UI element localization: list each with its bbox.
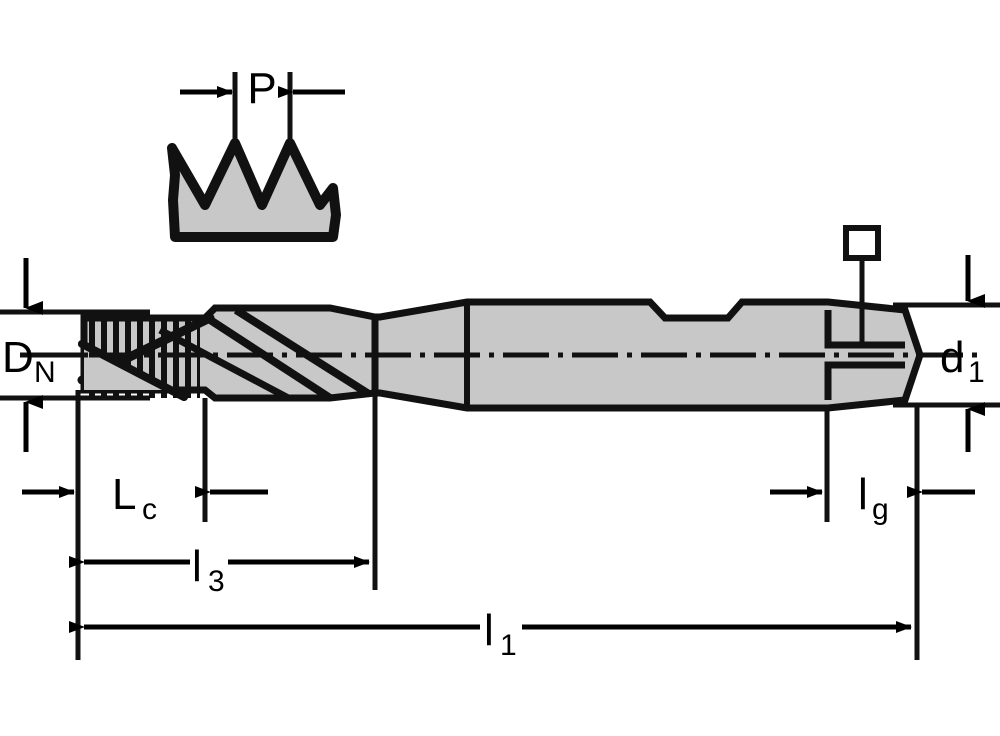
square-flat-upper (824, 310, 905, 349)
d1-label: d (940, 333, 964, 382)
thread-teeth-profile (167, 138, 341, 242)
l1-label: l (484, 606, 494, 655)
dn-label: D (2, 333, 34, 382)
lc-label: L (112, 470, 136, 519)
thread-profile-detail: P (167, 64, 345, 242)
lg-label: l (858, 470, 868, 519)
l3-label-subscript: 3 (208, 565, 225, 598)
nominal-diameter-dimension: D N (0, 258, 150, 452)
extension-lines-group (75, 390, 920, 660)
square-drive-symbol (843, 225, 881, 345)
square-drive-length-dimension: l g (770, 470, 975, 526)
lg-label-subscript: g (872, 493, 889, 526)
flute-line (158, 326, 294, 398)
square-glyph-icon (843, 225, 881, 261)
chamfer-length-dimension: L c (22, 470, 268, 526)
l1-label-subscript: 1 (500, 629, 517, 662)
dn-label-subscript: N (34, 356, 56, 389)
d1-label-subscript: 1 (968, 356, 985, 389)
shank-diameter-dimension: d 1 (893, 255, 1000, 452)
thread-length-dimension: l 3 (69, 542, 370, 598)
l3-label: l (192, 542, 202, 591)
tap-tool-body (20, 298, 985, 412)
square-flat-lower (824, 361, 905, 400)
overall-length-dimension: l 1 (69, 606, 912, 662)
pitch-label: P (247, 64, 276, 113)
lc-label-subscript: c (142, 493, 157, 526)
